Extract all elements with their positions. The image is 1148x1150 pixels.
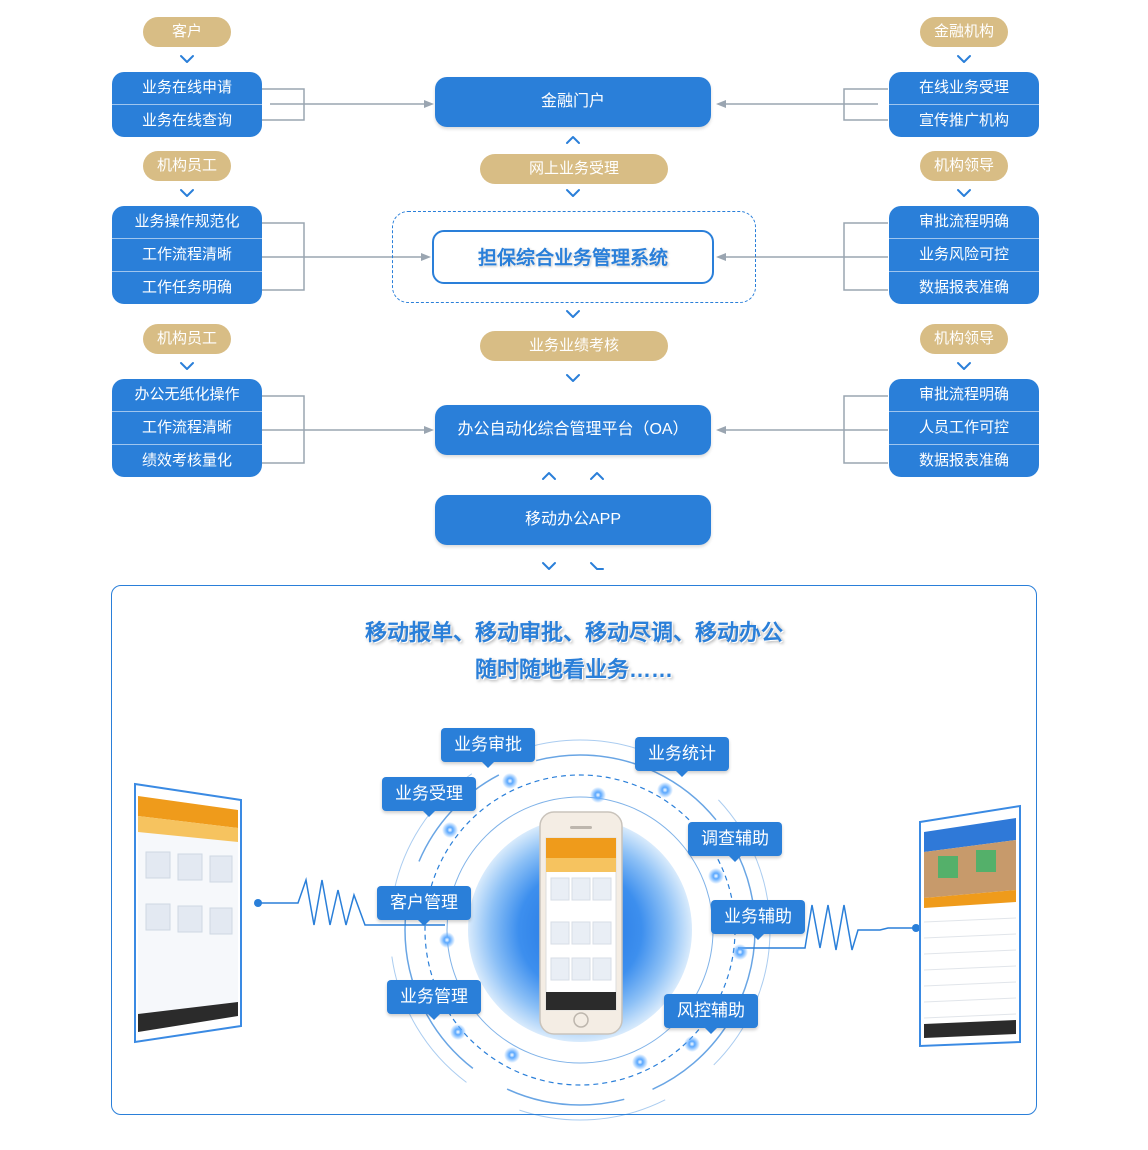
bubble-assist[interactable]: 业务辅助 xyxy=(711,900,805,940)
staff-tag-1: 机构员工 xyxy=(143,151,231,181)
leader-item-approval-2[interactable]: 审批流程明确 xyxy=(889,379,1039,412)
bubble-survey[interactable]: 调查辅助 xyxy=(688,822,782,862)
staff-item-paperless[interactable]: 办公无纸化操作 xyxy=(112,379,262,412)
staff-item-workflow[interactable]: 工作流程清晰 xyxy=(112,239,262,272)
finance-item-accept[interactable]: 在线业务受理 xyxy=(889,72,1039,105)
system-box[interactable]: 担保综合业务管理系统 xyxy=(432,230,714,284)
slogan-line-1: 移动报单、移动审批、移动尽调、移动办公 xyxy=(364,620,783,645)
customer-item-apply[interactable]: 业务在线申请 xyxy=(112,72,262,105)
leader-item-report[interactable]: 数据报表准确 xyxy=(918,279,1009,296)
finance-item-promote[interactable]: 宣传推广机构 xyxy=(918,112,1009,129)
staff-item-standard[interactable]: 业务操作规范化 xyxy=(112,206,262,239)
system-dashed-frame xyxy=(392,211,756,303)
bubble-customer[interactable]: 客户管理 xyxy=(377,886,471,926)
connector-lines xyxy=(180,55,971,570)
customer-group: 业务在线申请 业务在线查询 xyxy=(112,72,262,137)
bubble-manage[interactable]: 业务管理 xyxy=(387,980,481,1020)
leader-item-risk[interactable]: 业务风险可控 xyxy=(889,239,1039,272)
leader-group-2: 审批流程明确 人员工作可控 数据报表准确 xyxy=(889,379,1039,477)
bubble-approve[interactable]: 业务审批 xyxy=(441,728,535,768)
online-accept-tag: 网上业务受理 xyxy=(480,154,668,184)
performance-tag: 业务业绩考核 xyxy=(480,331,668,361)
slogan-line-2: 随时随地看业务…… xyxy=(474,657,673,682)
oa-box[interactable]: 办公自动化综合管理平台（OA） xyxy=(435,405,711,455)
bubble-stats[interactable]: 业务统计 xyxy=(635,737,729,777)
customer-item-query[interactable]: 业务在线查询 xyxy=(141,112,232,129)
staff-item-performance[interactable]: 绩效考核量化 xyxy=(141,452,232,469)
leader-item-staff[interactable]: 人员工作可控 xyxy=(889,412,1039,445)
leader-item-report-2[interactable]: 数据报表准确 xyxy=(918,452,1009,469)
portal-box[interactable]: 金融门户 xyxy=(435,77,711,127)
finance-org-group: 在线业务受理 宣传推广机构 xyxy=(889,72,1039,137)
staff-tag-2: 机构员工 xyxy=(143,324,231,354)
leader-tag-2: 机构领导 xyxy=(920,324,1008,354)
bubble-risk[interactable]: 风控辅助 xyxy=(664,994,758,1034)
staff-item-task[interactable]: 工作任务明确 xyxy=(141,279,232,296)
mobile-app-box[interactable]: 移动办公APP xyxy=(435,495,711,545)
leader-item-approval[interactable]: 审批流程明确 xyxy=(889,206,1039,239)
staff-group-1: 业务操作规范化 工作流程清晰 工作任务明确 xyxy=(112,206,262,304)
finance-org-tag: 金融机构 xyxy=(920,17,1008,47)
staff-group-2: 办公无纸化操作 工作流程清晰 绩效考核量化 xyxy=(112,379,262,477)
staff-item-workflow-2[interactable]: 工作流程清晰 xyxy=(112,412,262,445)
customer-tag: 客户 xyxy=(143,17,231,47)
bubble-accept[interactable]: 业务受理 xyxy=(382,777,476,817)
leader-group-1: 审批流程明确 业务风险可控 数据报表准确 xyxy=(889,206,1039,304)
leader-tag-1: 机构领导 xyxy=(920,151,1008,181)
